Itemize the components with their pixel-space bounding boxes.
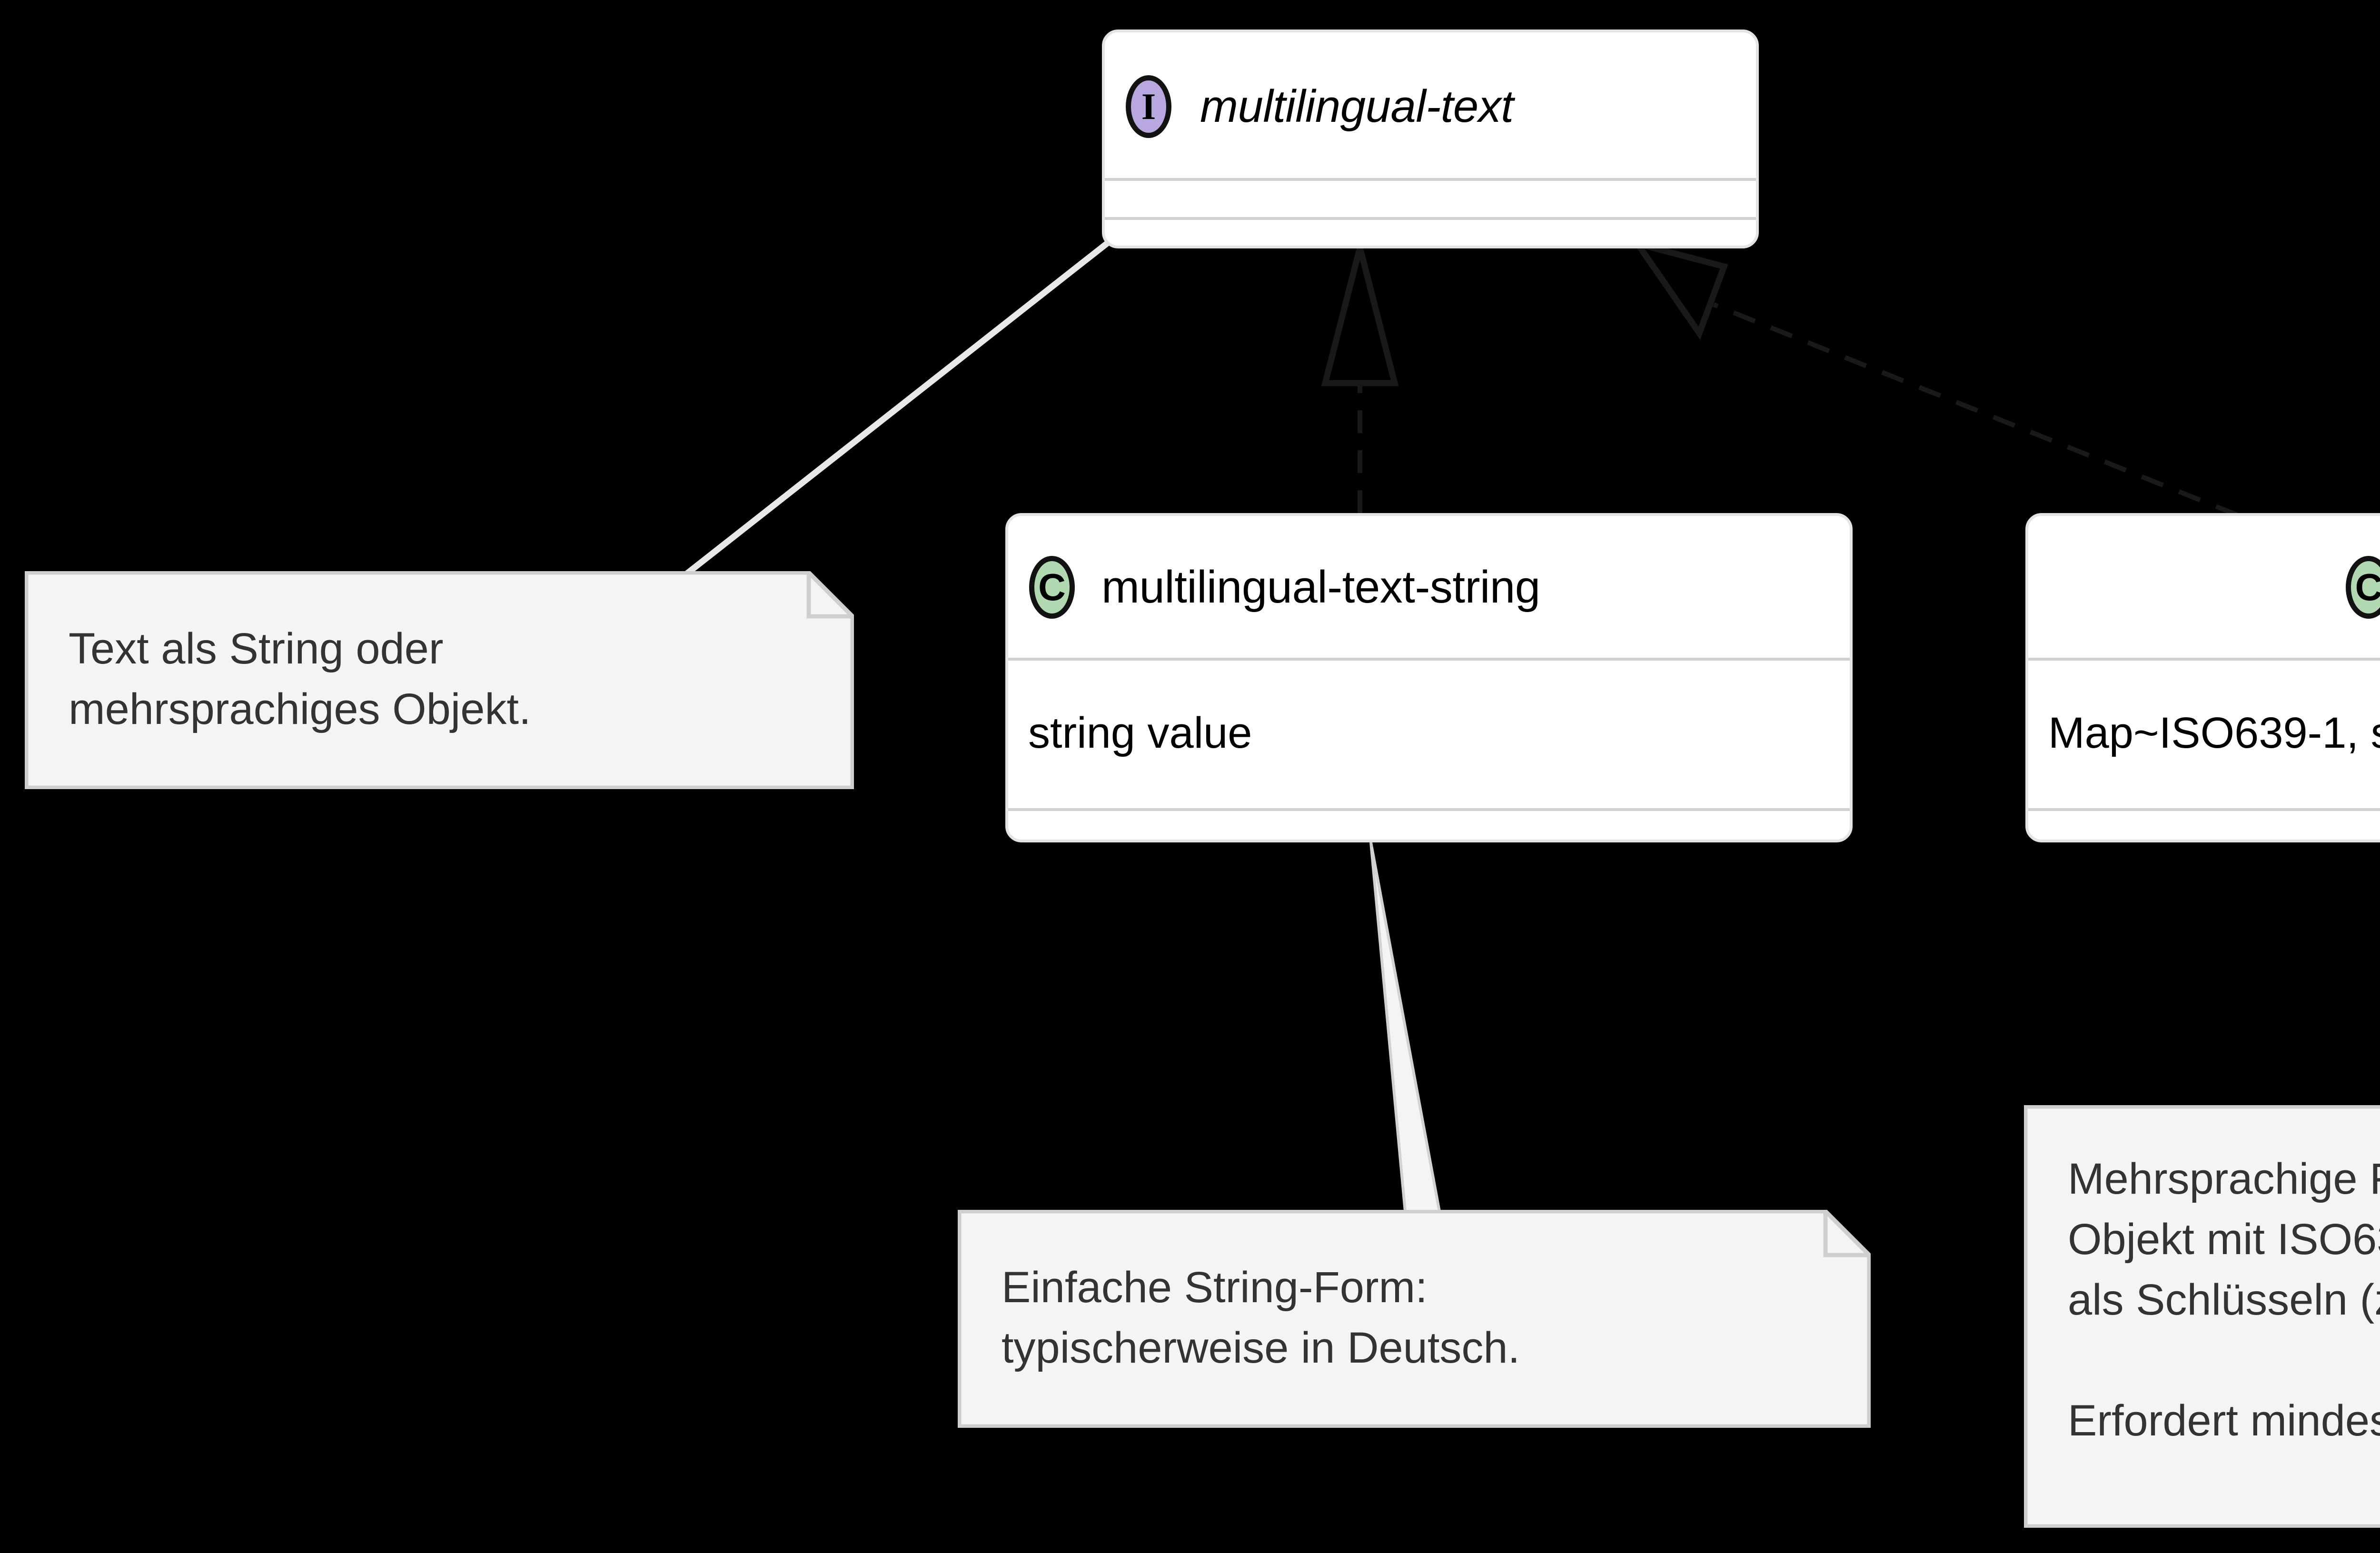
realization-arrowhead-object: [1630, 238, 1728, 340]
note-leader-string: [1369, 842, 1441, 1213]
interface-header: I multilingual-text: [1105, 32, 1756, 181]
interface-divider-methods: [1105, 217, 1756, 220]
note-interface-shape: [25, 571, 854, 789]
class-string-header: C multilingual-text-string: [1008, 516, 1850, 659]
note-interface-text: Text als String oder mehrsprachiges Obje…: [69, 624, 531, 733]
note-interface[interactable]: Text als String oder mehrsprachiges Obje…: [25, 571, 854, 789]
note-string-text: Einfache String-Form: typischerweise in …: [1002, 1263, 1520, 1372]
interface-name: multilingual-text: [1200, 81, 1514, 132]
class-string-divider-attributes: [1008, 658, 1850, 661]
class-object-header: C multilingual-text-object: [2028, 516, 2380, 659]
realization-line-object: [1713, 302, 2238, 517]
class-object-divider-attributes: [2028, 658, 2380, 661]
class-object-attribute-row: Map~ISO639-1, string~ translations: [2028, 658, 2380, 808]
note-string-shape: [958, 1210, 1871, 1428]
class-string-divider-methods: [1008, 808, 1850, 811]
note-object-shape: [2024, 1105, 2380, 1528]
class-badge-icon: C: [1029, 556, 1075, 619]
class-string-attribute: string value: [1028, 708, 1252, 757]
note-leader-interface: [633, 239, 1111, 617]
note-object[interactable]: Mehrsprachige Form: Objekt mit ISO639-1-…: [2024, 1105, 2380, 1528]
class-box-multilingual-text-object[interactable]: C multilingual-text-object Map~ISO639-1,…: [2025, 513, 2380, 842]
interface-badge-icon: I: [1126, 75, 1171, 138]
class-object-divider-methods: [2028, 808, 2380, 811]
realization-arrowhead-string: [1321, 247, 1399, 386]
note-string[interactable]: Einfache String-Form: typischerweise in …: [958, 1210, 1871, 1428]
interface-divider-attributes: [1105, 178, 1756, 181]
class-box-multilingual-text-string[interactable]: C multilingual-text-string string value: [1005, 513, 1853, 842]
class-object-attribute: Map~ISO639-1, string~ translations: [2048, 708, 2380, 757]
class-string-name: multilingual-text-string: [1101, 562, 1540, 613]
class-string-attribute-row: string value: [1008, 658, 1850, 808]
note-object-text: Mehrsprachige Form: Objekt mit ISO639-1-…: [2068, 1155, 2380, 1445]
interface-box-multilingual-text[interactable]: I multilingual-text: [1102, 30, 1759, 248]
class-badge-icon: C: [2346, 556, 2380, 619]
